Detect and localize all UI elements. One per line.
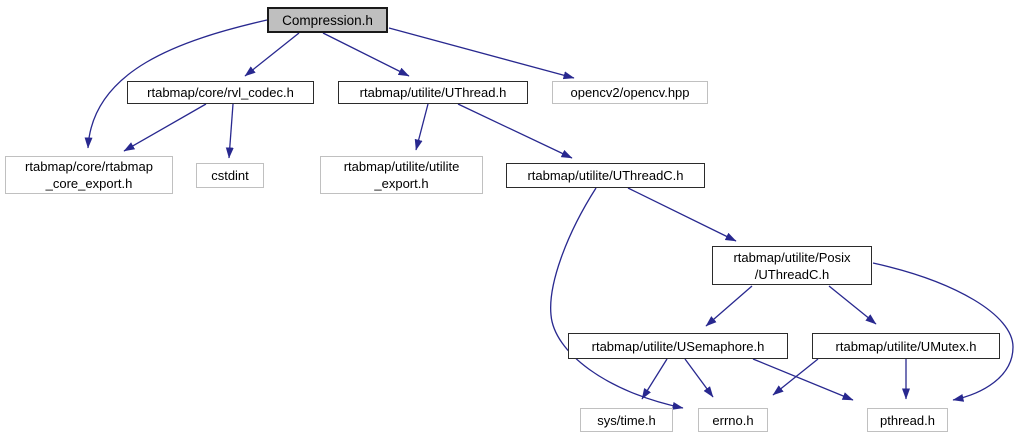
node-compression-h: Compression.h	[267, 7, 388, 33]
node-opencv-hpp: opencv2/opencv.hpp	[552, 81, 708, 104]
edge-compression-to-uthread	[322, 32, 410, 77]
node-cstdint: cstdint	[196, 163, 264, 188]
node-utilite-export-h: rtabmap/utilite/utilite _export.h	[320, 156, 483, 194]
edge-usemaphore-to-errno	[684, 358, 714, 398]
node-uthreadc-h[interactable]: rtabmap/utilite/UThreadC.h	[506, 163, 705, 188]
node-umutex-h[interactable]: rtabmap/utilite/UMutex.h	[812, 333, 1000, 359]
edge-compression-to-opencv	[388, 27, 575, 80]
edge-uthread-to-uthreadc	[457, 103, 573, 159]
edge-uthreadc-to-posix	[627, 187, 737, 242]
node-posix-uthreadc-h[interactable]: rtabmap/utilite/Posix /UThreadC.h	[712, 246, 872, 285]
edge-uthread-to-utilite-export	[414, 103, 429, 151]
node-errno-h: errno.h	[698, 408, 768, 432]
edge-usemaphore-to-systime	[641, 358, 668, 400]
node-rtabmap-core-export-h: rtabmap/core/rtabmap _core_export.h	[5, 156, 173, 194]
edge-rvl-codec-to-core-export	[123, 103, 207, 152]
node-usemaphore-h[interactable]: rtabmap/utilite/USemaphore.h	[568, 333, 788, 359]
edge-posix-to-usemaphore	[705, 285, 753, 327]
node-rvl-codec-h[interactable]: rtabmap/core/rvl_codec.h	[127, 81, 314, 104]
node-sys-time-h: sys/time.h	[580, 408, 673, 432]
edge-usemaphore-to-pthread	[752, 358, 854, 401]
edge-umutex-to-errno	[772, 358, 819, 396]
edge-uthreadc-to-errno	[550, 187, 684, 410]
edge-posix-to-umutex	[828, 285, 877, 325]
edge-compression-to-rvl-codec	[244, 32, 300, 77]
edge-rvl-codec-to-cstdint	[225, 103, 234, 159]
node-uthread-h[interactable]: rtabmap/utilite/UThread.h	[338, 81, 528, 104]
edge-posix-to-pthread	[872, 262, 1014, 402]
node-pthread-h: pthread.h	[867, 408, 948, 432]
edge-compression-to-core-export	[84, 19, 268, 149]
